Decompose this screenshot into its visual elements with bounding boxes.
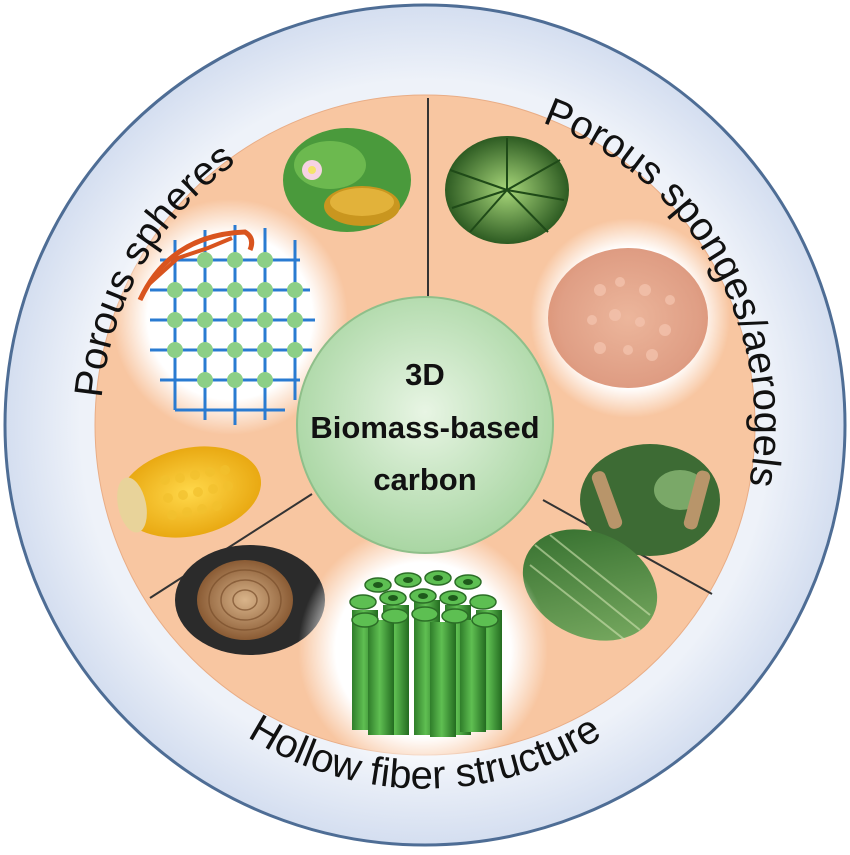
center-circle [296,296,554,554]
lotus-powder-image [283,128,411,232]
hollow-fiber-bundle [298,525,548,775]
spiky-plant-image [445,136,569,244]
center-title-line3: carbon [373,462,476,497]
porous-sphere-network [112,199,348,435]
wood-log-image [175,545,325,655]
center-title-line2: Biomass-based [310,410,539,445]
sponge-aerogel-image [530,218,730,418]
plant-stems-image [580,444,720,556]
center-title-line1: 3D [405,357,445,392]
corn-image [117,446,262,538]
bamboo-image [522,529,658,641]
divider-left [149,493,313,599]
